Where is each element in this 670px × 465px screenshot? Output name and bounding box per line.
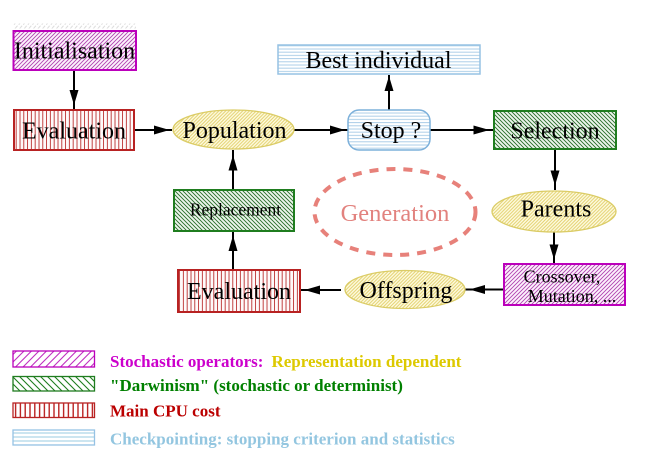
svg-text:Mutation, ...: Mutation, ... — [528, 286, 617, 306]
svg-text:Population: Population — [182, 118, 286, 144]
svg-text:Initialisation: Initialisation — [14, 39, 135, 65]
svg-text:Replacement: Replacement — [190, 200, 281, 220]
svg-text:Evaluation: Evaluation — [187, 279, 291, 305]
svg-text:Crossover,: Crossover, — [524, 267, 601, 287]
svg-text:"Darwinism" (stochastic or det: "Darwinism" (stochastic or determinist) — [110, 376, 403, 395]
svg-text:Stop ?: Stop ? — [361, 118, 422, 144]
svg-text:Parents: Parents — [521, 196, 592, 222]
svg-text:Selection: Selection — [510, 119, 599, 145]
svg-text:Generation: Generation — [341, 200, 450, 227]
svg-text:Checkpointing: stopping criter: Checkpointing: stopping criterion and st… — [110, 430, 455, 449]
svg-text:Best individual: Best individual — [306, 48, 452, 74]
svg-text:Stochastic operators:Represent: Stochastic operators:Representation depe… — [110, 352, 462, 371]
svg-text:Main CPU cost: Main CPU cost — [110, 402, 221, 421]
svg-text:Evaluation: Evaluation — [22, 119, 126, 145]
svg-text:Offspring: Offspring — [360, 278, 453, 304]
